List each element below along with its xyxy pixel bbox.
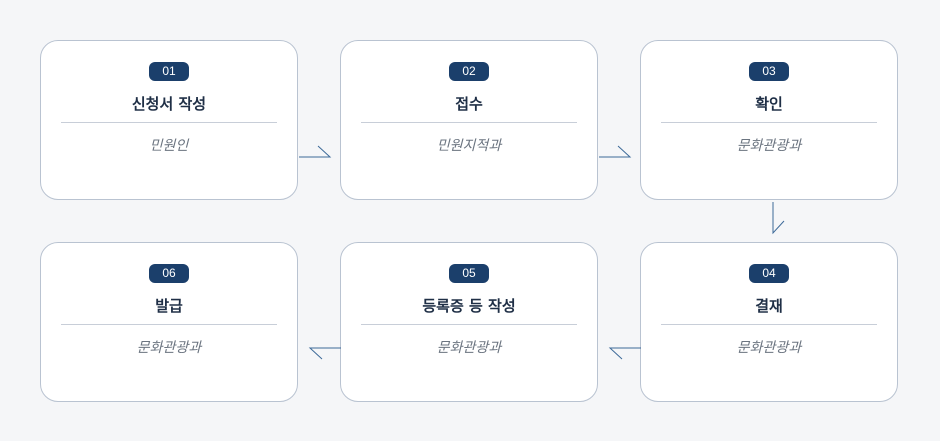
step-department: 민원지적과	[436, 138, 502, 154]
arrow-right-icon	[299, 145, 332, 158]
step-card-06: 06 발급 문화관광과	[40, 242, 298, 402]
step-number-badge: 01	[149, 62, 189, 81]
step-title: 신청서 작성	[131, 95, 207, 113]
step-department: 문화관광과	[136, 340, 202, 356]
step-department: 민원인	[149, 138, 189, 154]
step-divider	[61, 122, 277, 123]
step-title: 접수	[455, 95, 483, 113]
step-card-03: 03 확인 문화관광과	[640, 40, 898, 200]
step-card-01: 01 신청서 작성 민원인	[40, 40, 298, 200]
step-title: 발급	[155, 297, 183, 315]
arrow-right-icon	[599, 145, 632, 158]
step-divider	[361, 324, 577, 325]
step-card-02: 02 접수 민원지적과	[340, 40, 598, 200]
step-department: 문화관광과	[736, 340, 802, 356]
step-department: 문화관광과	[736, 138, 802, 154]
step-title: 등록증 등 작성	[422, 297, 516, 315]
arrow-left-icon	[608, 347, 641, 360]
step-card-04: 04 결재 문화관광과	[640, 242, 898, 402]
step-department: 문화관광과	[436, 340, 502, 356]
step-number-badge: 04	[749, 264, 789, 283]
step-divider	[361, 122, 577, 123]
step-card-05: 05 등록증 등 작성 문화관광과	[340, 242, 598, 402]
step-divider	[661, 324, 877, 325]
arrow-left-icon	[308, 347, 341, 360]
step-number-badge: 02	[449, 62, 489, 81]
step-title: 확인	[755, 95, 783, 113]
step-number-badge: 05	[449, 264, 489, 283]
step-divider	[61, 324, 277, 325]
step-divider	[661, 122, 877, 123]
step-number-badge: 03	[749, 62, 789, 81]
step-number-badge: 06	[149, 264, 189, 283]
step-title: 결재	[755, 297, 783, 315]
arrow-down-icon	[772, 202, 785, 235]
